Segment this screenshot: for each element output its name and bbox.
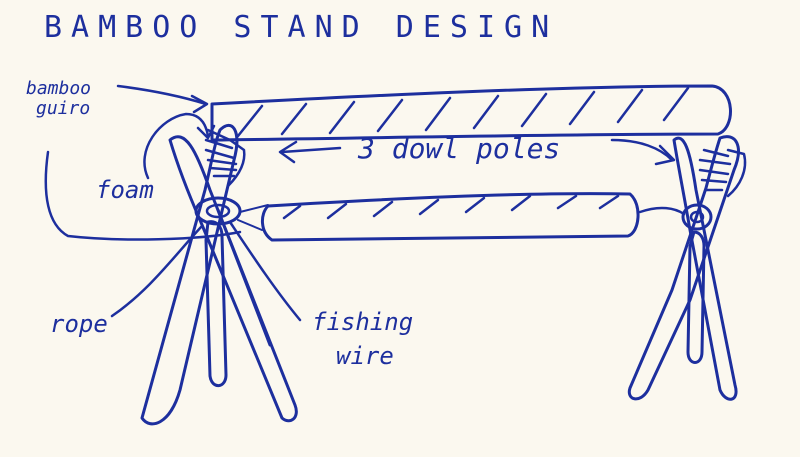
left-leg-frame [142, 125, 296, 423]
label-foam: foam [96, 176, 154, 204]
label-rope: rope [50, 310, 108, 338]
page-title: BAMBOO STAND DESIGN [44, 10, 558, 45]
label-bamboo-guiro-line1: bamboo [26, 80, 91, 98]
label-fishing-wire-line1: fishing [312, 308, 413, 336]
label-bamboo-guiro-line2: guiro [36, 100, 90, 118]
dowel-pole-tube [262, 194, 638, 240]
label-dowel-poles: 3 dowl poles [358, 132, 560, 165]
label-fishing-wire-line2: wire [336, 342, 394, 370]
right-leg-frame [629, 137, 738, 400]
guiro-leader-arrow [118, 86, 207, 112]
